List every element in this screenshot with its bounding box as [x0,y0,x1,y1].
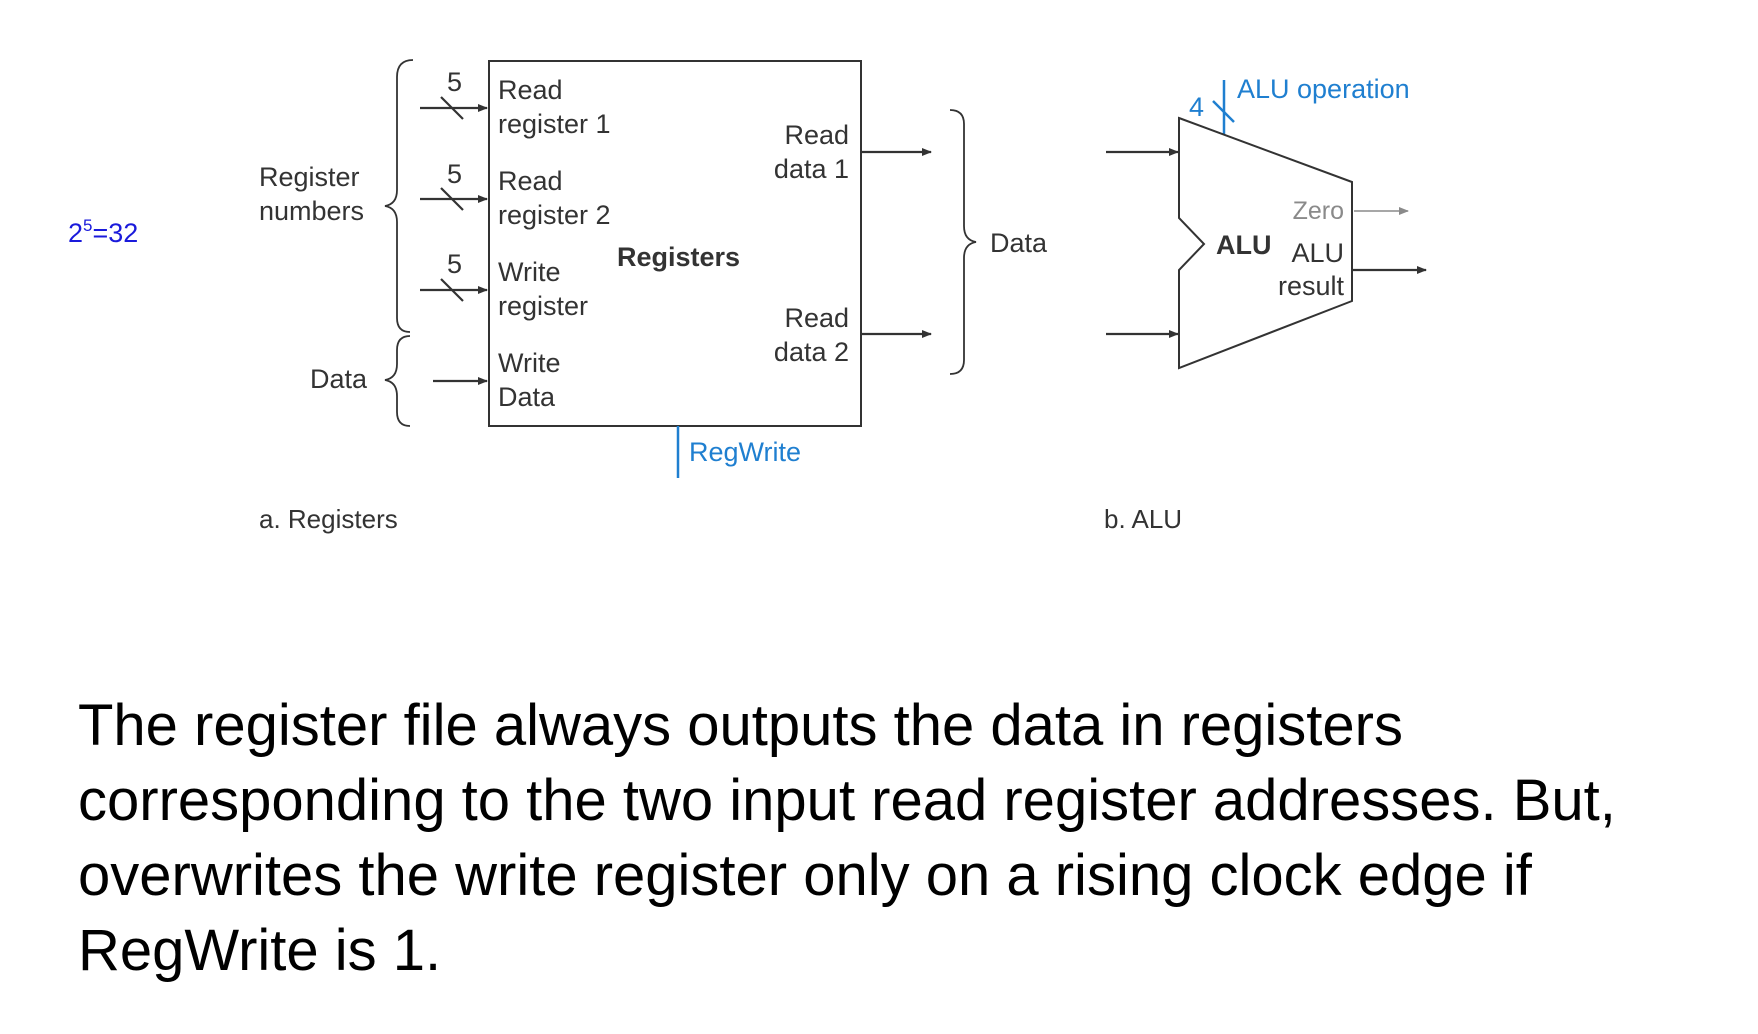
alu-operation-width: 4 [1189,92,1204,122]
write-register-port: Write [498,257,561,287]
write-data-port: Write [498,348,561,378]
register-numbers-label-line2: numbers [259,196,364,226]
alu-operation-label: ALU operation [1237,74,1410,104]
registers-caption: a. Registers [259,504,398,534]
bus-slash-1 [440,96,464,120]
registers-block-title: Registers [617,242,740,272]
register-file-block [488,60,862,427]
data-input-label: Data [310,364,368,394]
bus-width-1: 5 [447,67,462,97]
output-data-brace [949,109,977,375]
read-data-1-port: Read [784,120,849,150]
bus-width-2: 5 [447,159,462,189]
register-numbers-label: Register [259,162,360,192]
data-input-brace [384,335,411,427]
alu-operation-slash [1212,100,1235,123]
read-register-1-port: Read [498,75,563,105]
read-register-2-port-line2: register 2 [498,200,611,230]
read-data-2-port-line2: data 2 [774,337,849,367]
regwrite-label: RegWrite [689,437,801,467]
read-register-1-port-line2: register 1 [498,109,611,139]
alu-result-label-line2: result [1278,271,1345,301]
output-data-label: Data [990,228,1048,258]
read-register-2-port: Read [498,166,563,196]
side-note-exponent: 5 [83,216,92,235]
alu-block-title: ALU [1216,230,1272,260]
explanation-text: The register file always outputs the dat… [78,693,1616,983]
alu-caption: b. ALU [1104,504,1182,534]
alu-result-label: ALU [1291,238,1344,268]
register-numbers-brace [384,59,414,333]
bus-width-3: 5 [447,249,462,279]
side-note-result: =32 [93,218,139,248]
side-note-base: 2 [68,218,83,248]
read-data-2-port: Read [784,303,849,333]
alu-block [1178,116,1353,370]
bus-slash-2 [440,187,464,211]
write-data-port-line2: Data [498,382,556,412]
zero-output-label: Zero [1293,197,1344,225]
read-data-1-port-line2: data 1 [774,154,849,184]
bus-slash-3 [440,278,464,302]
side-note: 25=32 [68,216,138,248]
write-register-port-line2: register [498,291,588,321]
